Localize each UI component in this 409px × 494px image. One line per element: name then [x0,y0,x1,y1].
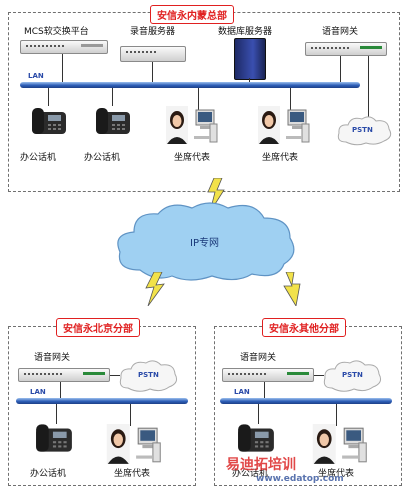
gateway-label-hq: 语音网关 [322,27,359,37]
desk-phone-icon [32,108,66,134]
lan-bus-bj [16,398,188,404]
hq-drop-gateway [340,56,341,82]
hq-drop-recorder [152,62,153,82]
db-server-label: 数据库服务器 [218,27,273,37]
pstn-cloud-icon [119,360,177,392]
watermark-brand: 易迪拓培训 [226,457,296,473]
lan-label-other: LAN [234,388,250,396]
gateway-label-bj: 语音网关 [34,353,71,363]
hq-drop-agent1 [198,88,199,110]
voice-gateway-bj [18,368,110,382]
beijing-title: 安信永北京分部 [56,318,140,337]
mcs-platform [20,40,108,54]
pstn-label-hq: PSTN [352,126,373,134]
recording-server [120,46,186,62]
lightning-icon [207,178,225,212]
hq-drop-phone1 [48,88,49,106]
recorder-label: 录音服务器 [130,27,176,37]
mcs-label: MCS软交换平台 [24,27,89,37]
pstn-cloud-icon [337,116,392,146]
phone-label-hq-1: 办公话机 [20,153,57,163]
phone-label-other: 办公话机 [232,469,269,479]
bj-drop-gateway [60,382,61,398]
phone-label-hq-2: 办公话机 [84,153,121,163]
other-drop-agent [336,404,337,426]
agent-with-pc-icon [166,106,218,144]
other-drop-phone [258,404,259,424]
gateway-pstn-link-bj [110,375,120,376]
agent-with-pc-icon [106,424,161,464]
desk-phone-icon [36,424,72,452]
lan-bus-hq [20,82,360,88]
other-branch-title: 安信永其他分部 [262,318,346,337]
voice-gateway-other [222,368,314,382]
ip-network-label: IP专网 [190,238,219,249]
other-drop-gateway [264,382,265,398]
hq-title: 安信永内蒙总部 [150,5,234,24]
lightning-icon [283,272,301,306]
voice-gateway-hq [305,42,387,56]
bj-drop-phone [56,404,57,424]
agent-with-pc-icon [312,424,367,464]
pstn-label-other: PSTN [342,371,363,379]
lightning-icon [145,272,165,306]
desk-phone-icon [96,108,130,134]
agent-label-other: 坐席代表 [318,469,355,479]
hq-boundary [8,12,400,192]
database-server [234,38,266,80]
pstn-label-bj: PSTN [138,371,159,379]
hq-drop-mcs [62,54,63,82]
phone-label-bj: 办公话机 [30,469,67,479]
pstn-cloud-icon [323,360,381,392]
gateway-pstn-link-other [314,375,324,376]
desk-phone-icon [238,424,274,452]
hq-drop-agent2 [290,88,291,110]
lan-label-hq: LAN [28,72,44,80]
gateway-label-other: 语音网关 [240,353,277,363]
hq-drop-pstn [368,56,369,118]
agent-label-bj: 坐席代表 [114,469,151,479]
agent-label-hq-2: 坐席代表 [262,153,299,163]
ip-network-cloud [117,202,295,281]
hq-drop-phone2 [112,88,113,106]
lan-bus-other [220,398,392,404]
bj-drop-agent [130,404,131,426]
agent-label-hq-1: 坐席代表 [174,153,211,163]
lan-label-bj: LAN [30,388,46,396]
agent-with-pc-icon [258,106,310,144]
watermark-url: www.edatop.com [256,474,344,484]
hq-drop-db [249,78,250,82]
